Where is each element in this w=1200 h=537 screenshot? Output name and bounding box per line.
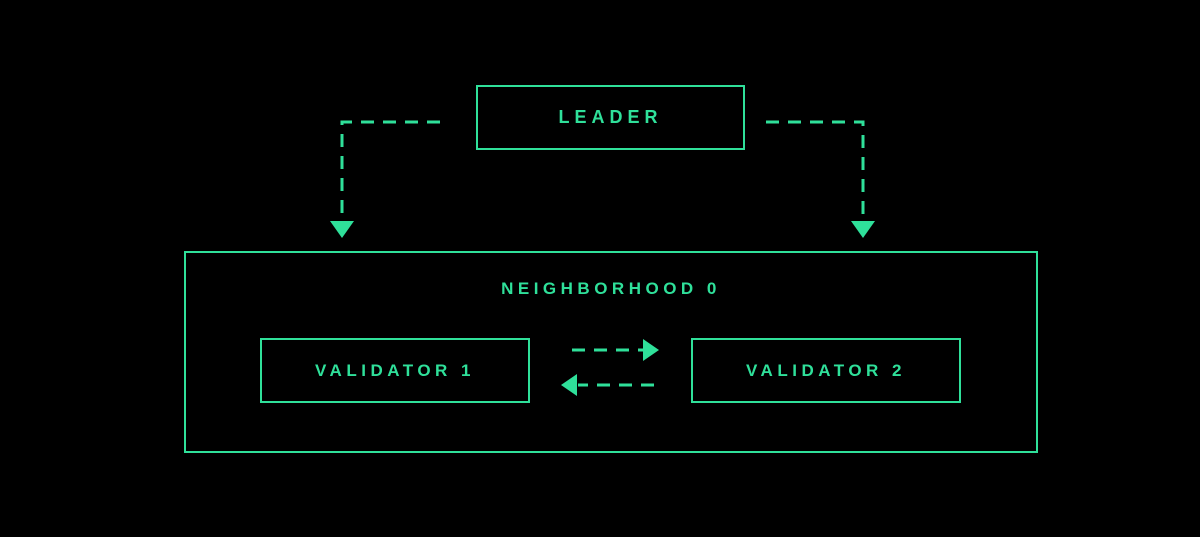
leader-to-validator1-connector	[340, 120, 440, 220]
arrowhead-down-right-icon	[851, 221, 875, 238]
neighborhood-container[interactable]: NEIGHBORHOOD 0	[184, 251, 1038, 453]
arrowhead-down-left-icon	[330, 221, 354, 238]
leader-node[interactable]: LEADER	[476, 85, 745, 150]
validator-1-label: VALIDATOR 1	[314, 360, 475, 380]
leader-node-label: LEADER	[558, 107, 663, 127]
validator-2-node[interactable]: VALIDATOR 2	[691, 338, 961, 403]
leader-to-validator2-connector	[766, 120, 865, 220]
validator-1-node[interactable]: VALIDATOR 1	[260, 338, 530, 403]
validator-2-label: VALIDATOR 2	[745, 360, 906, 380]
neighborhood-label: NEIGHBORHOOD 0	[501, 279, 721, 298]
